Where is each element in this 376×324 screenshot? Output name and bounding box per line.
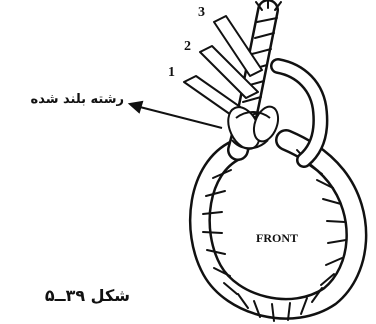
strand-number-2: 2 — [184, 40, 191, 54]
front-label: FRONT — [256, 232, 298, 244]
figure-caption: شکل ۳۹ــ۵ — [42, 288, 130, 304]
callout-arrow — [130, 102, 222, 128]
strand-number-3: 3 — [198, 6, 205, 20]
raised-strand-label: رشته بلند شده — [2, 93, 124, 106]
strand-number-1: 1 — [168, 66, 175, 80]
